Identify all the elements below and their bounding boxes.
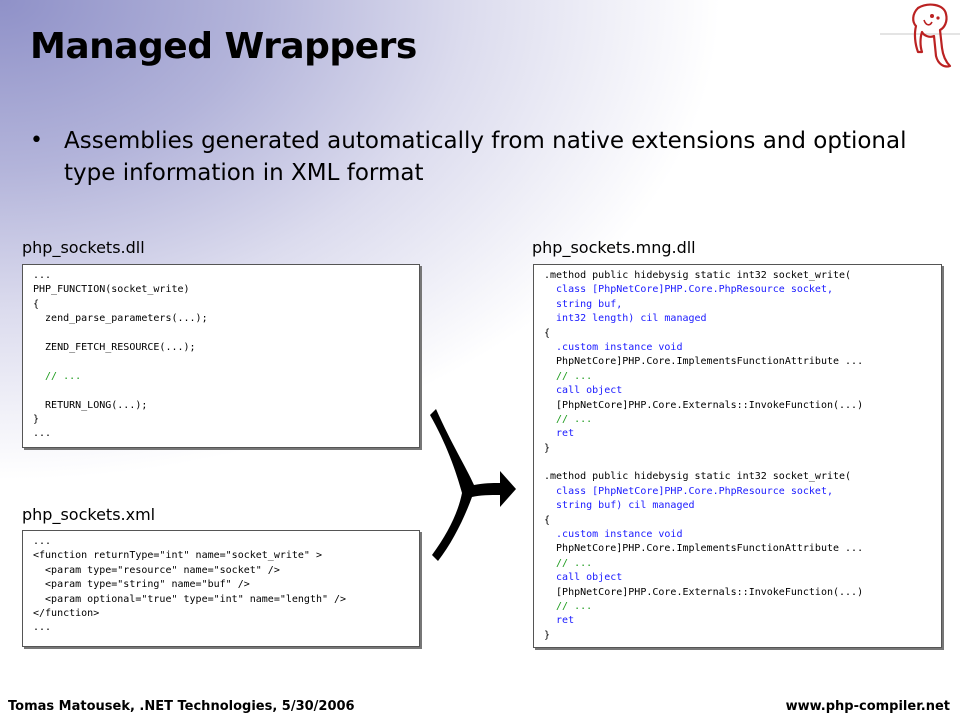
code-line-mng: // ... <box>544 600 593 612</box>
footer-author: Tomas Matousek, .NET Technologies, 5/30/… <box>8 699 355 714</box>
code-line-dll: ... <box>33 428 52 440</box>
merge-arrow-icon <box>430 405 520 565</box>
code-line-mng: } <box>544 442 551 454</box>
code-line-dll: zend_parse_parameters(...); <box>33 313 208 325</box>
slide-title: Managed Wrappers <box>30 26 417 67</box>
code-box-xml: ... <function returnType="int" name="sock… <box>22 530 420 647</box>
caption-dll: php_sockets.dll <box>22 238 145 257</box>
caption-xml: php_sockets.xml <box>22 505 156 524</box>
code-line-xml: </function> <box>33 607 100 619</box>
code-line-mng: PhpNetCore]PHP.Core.ImplementsFunctionAt… <box>544 356 864 368</box>
code-line-mng: PhpNetCore]PHP.Core.ImplementsFunctionAt… <box>544 543 864 555</box>
elephant-logo-icon <box>880 0 960 75</box>
code-line-mng: call object <box>544 385 623 397</box>
code-line-mng: ret <box>544 428 575 440</box>
footer-url[interactable]: www.php-compiler.net <box>785 699 950 714</box>
code-line-mng: // ... <box>544 557 593 569</box>
code-line-mng: { <box>544 514 551 526</box>
code-line-mng: [PhpNetCore]PHP.Core.Externals::InvokeFu… <box>544 586 864 598</box>
code-line-mng <box>544 456 931 470</box>
code-line-xml: <param type="string" name="buf" /> <box>33 579 250 591</box>
code-line-xml: <function returnType="int" name="socket_… <box>33 550 322 562</box>
code-line-xml: ... <box>33 536 52 547</box>
code-line-dll: PHP_FUNCTION(socket_write) <box>33 284 190 296</box>
bullet-text: Assemblies generated automatically from … <box>64 128 907 186</box>
code-line-xml: <param type="resource" name="socket" /> <box>33 564 280 576</box>
code-line-mng: } <box>544 629 551 641</box>
code-line-xml: ... <box>33 622 52 634</box>
code-line-mng: string buf) cil managed <box>544 500 695 512</box>
code-line-xml: <param optional="true" type="int" name="… <box>33 593 347 605</box>
code-line-mng: .custom instance void <box>544 529 683 541</box>
code-line-mng: .method public hidebysig static int32 so… <box>544 471 852 483</box>
code-line-dll: ZEND_FETCH_RESOURCE(...); <box>33 341 196 353</box>
caption-mng: php_sockets.mng.dll <box>532 238 696 257</box>
code-box-mng: .method public hidebysig static int32 so… <box>533 264 942 648</box>
code-line-dll: ... <box>33 270 52 281</box>
code-line-mng: .custom instance void <box>544 341 683 353</box>
code-line-dll <box>33 355 409 369</box>
code-line-dll: } <box>33 413 40 425</box>
code-line-dll: { <box>33 298 40 310</box>
code-line-mng: { <box>544 327 551 339</box>
code-line-mng: call object <box>544 572 623 584</box>
code-line-mng: .method public hidebysig static int32 so… <box>544 270 852 281</box>
bullet-dot: • <box>30 128 43 153</box>
code-box-dll: ... PHP_FUNCTION(socket_write) { zend_pars… <box>22 264 420 448</box>
code-line-mng: class [PhpNetCore]PHP.Core.PhpResource s… <box>544 485 833 497</box>
code-line-dll <box>33 327 409 341</box>
code-line-mng: // ... <box>544 413 593 425</box>
code-line-mng: class [PhpNetCore]PHP.Core.PhpResource s… <box>544 284 833 296</box>
code-line-dll: RETURN_LONG(...); <box>33 399 148 411</box>
code-line-mng: string buf, <box>544 298 623 310</box>
code-line-mng: ret <box>544 615 575 627</box>
code-line-mng: [PhpNetCore]PHP.Core.Externals::InvokeFu… <box>544 399 864 411</box>
code-line-mng: // ... <box>544 370 593 382</box>
code-line-mng: int32 length) cil managed <box>544 313 707 325</box>
code-line-dll: // ... <box>33 370 82 382</box>
code-line-dll <box>33 384 409 398</box>
bullet-item: • Assemblies generated automatically fro… <box>30 125 930 189</box>
